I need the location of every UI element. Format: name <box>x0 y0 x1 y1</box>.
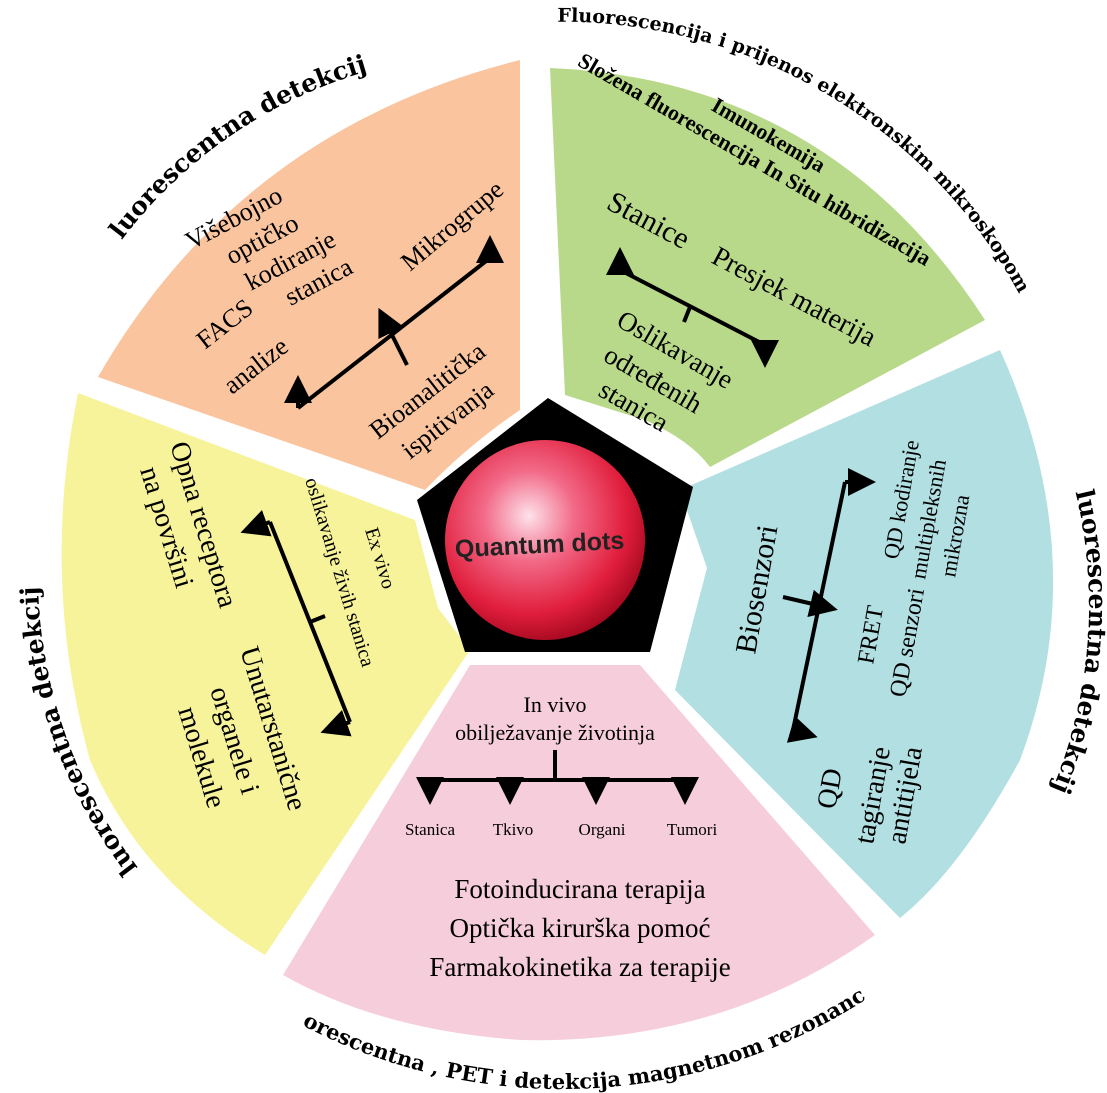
tagging-label-line1: QD <box>811 766 849 811</box>
therapy-line2: Optička kirurška pomoć <box>450 913 711 943</box>
sector-blue <box>675 350 1054 918</box>
green-arrows <box>606 247 779 368</box>
sector-orange <box>98 60 520 490</box>
blue-arrows <box>782 468 876 743</box>
pink-arrows <box>416 750 699 805</box>
sector-pink <box>283 665 875 1041</box>
invivo-label-line1: In vivo <box>524 692 587 717</box>
therapy-line3: Farmakokinetika za terapije <box>429 952 730 982</box>
target-cell-label: Stanica <box>405 820 455 839</box>
therapy-line1: Fotoinducirana terapija <box>454 874 705 904</box>
yellow-arrows <box>240 510 352 737</box>
sector-yellow <box>61 393 470 955</box>
orange-arrows <box>284 235 504 410</box>
target-tissue-label: Tkivo <box>493 820 534 839</box>
quantum-dot-sphere <box>445 440 645 640</box>
target-organs-label: Organi <box>579 820 626 839</box>
sector-green <box>550 68 985 467</box>
target-tumors-label: Tumori <box>667 820 718 839</box>
invivo-label-line2: obilježavanje životinja <box>455 720 655 745</box>
